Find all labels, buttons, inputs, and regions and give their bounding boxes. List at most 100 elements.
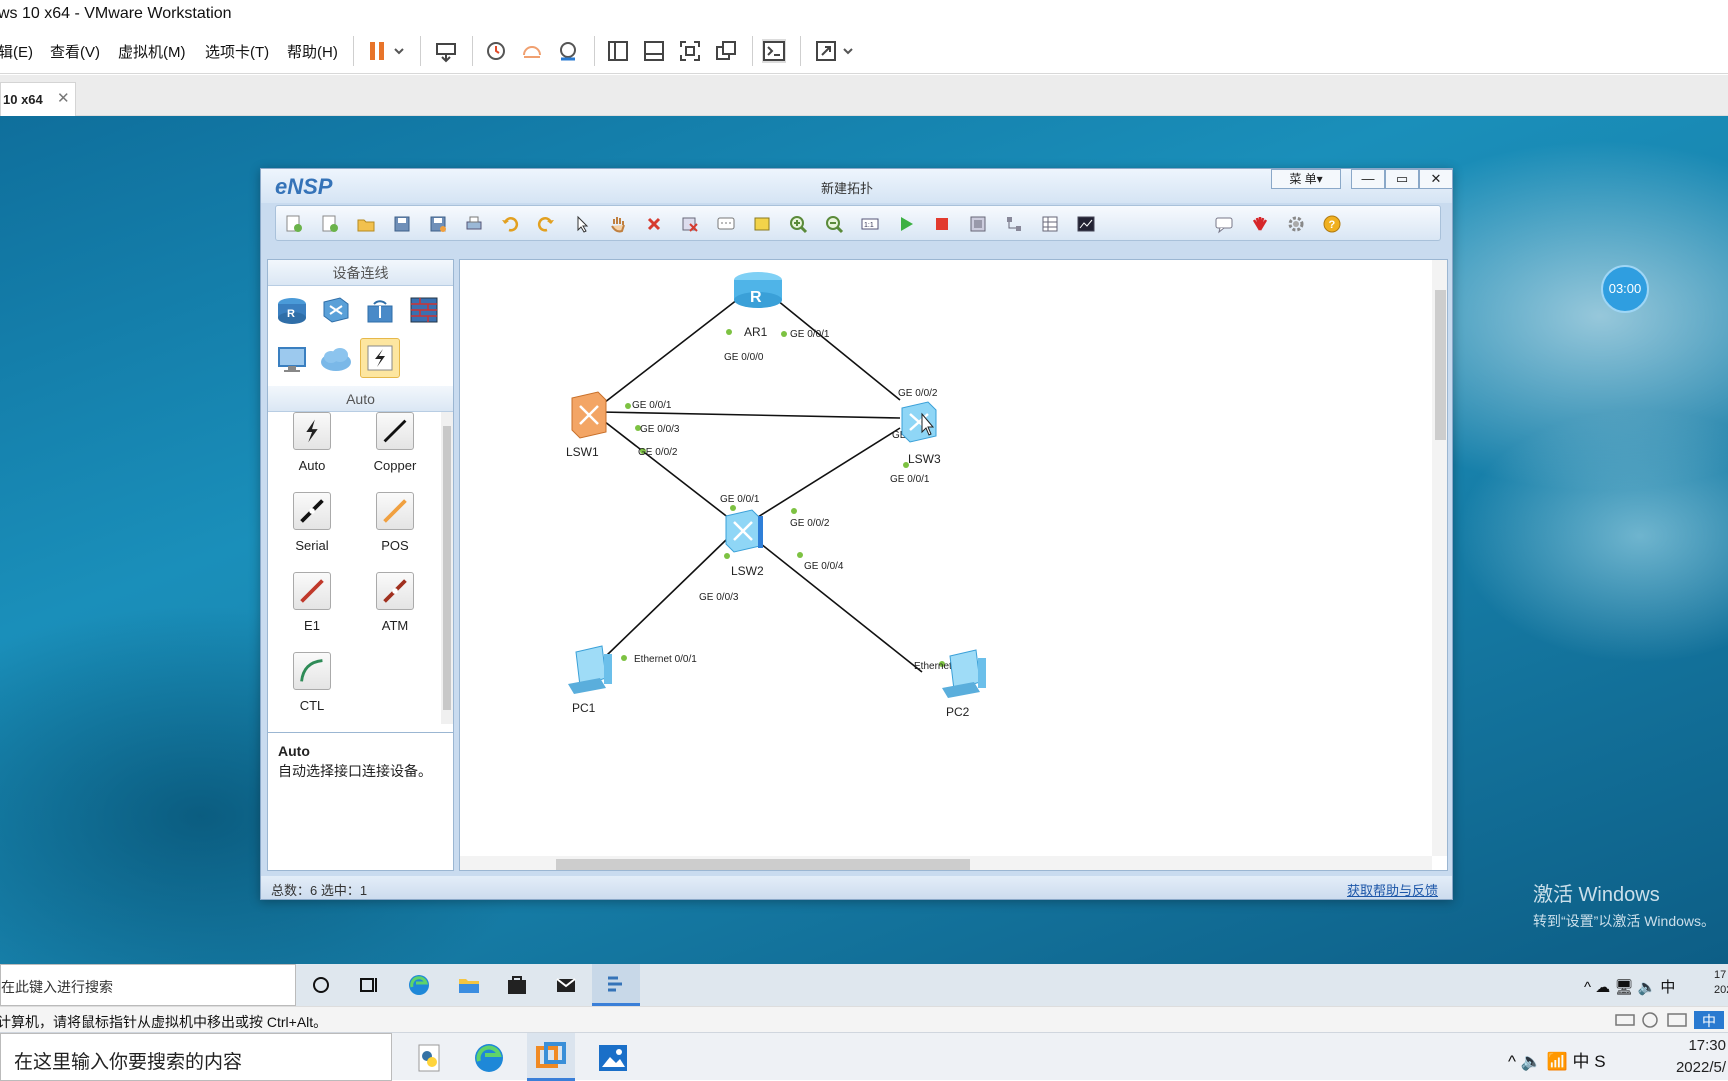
terminal-icon[interactable] [762, 39, 786, 63]
topology-canvas[interactable]: GE 0/0/0 GE 0/0/1 GE 0/0/1 GE 0/0/3 GE 0… [459, 259, 1448, 871]
photos-icon[interactable] [596, 1041, 630, 1075]
help-feedback-link[interactable]: 获取帮助与反馈 [1346, 883, 1438, 898]
canvas-horizontal-scrollbar[interactable] [460, 856, 1432, 870]
zoom-out-icon[interactable] [824, 214, 844, 234]
save-as-icon[interactable] [428, 214, 448, 234]
canvas-vertical-scrollbar[interactable] [1432, 260, 1447, 856]
pause-icon[interactable] [366, 39, 390, 63]
print-icon[interactable] [464, 214, 484, 234]
cable-option-ctl[interactable]: CTL [282, 652, 342, 713]
hand-drag-icon[interactable] [608, 214, 628, 234]
menu-vm[interactable]: 虚拟机(M) [118, 44, 186, 61]
cable-option-pos[interactable]: POS [365, 492, 425, 553]
console-view-icon[interactable] [642, 39, 666, 63]
device-ar1[interactable]: R [734, 272, 782, 308]
text-note-icon[interactable] [716, 214, 736, 234]
send-keys-icon[interactable] [434, 39, 458, 63]
store-icon[interactable] [505, 973, 529, 997]
start-device-icon[interactable] [896, 214, 916, 234]
wireless-category-icon[interactable] [362, 292, 398, 328]
save-icon[interactable] [392, 214, 412, 234]
huawei-logo-icon[interactable] [1250, 214, 1270, 234]
device-lsw1[interactable] [571, 391, 607, 439]
link-lsw1-lsw3[interactable] [599, 411, 901, 419]
palette-icon[interactable] [752, 214, 772, 234]
topology-icon[interactable] [1004, 214, 1024, 234]
vmware-device-icons[interactable]: 中 [1614, 1011, 1724, 1032]
cable-option-serial[interactable]: Serial [282, 492, 342, 553]
close-button[interactable]: ✕ [1419, 169, 1453, 189]
guest-search-box[interactable]: 在此键入进行搜索 [0, 964, 296, 1006]
stop-device-icon[interactable] [932, 214, 952, 234]
chevron-down-icon[interactable] [842, 39, 854, 63]
cloud-category-icon[interactable] [318, 342, 354, 378]
link-ar1-lsw1[interactable] [599, 295, 743, 407]
undo-icon[interactable] [500, 214, 520, 234]
unity-icon[interactable] [714, 39, 738, 63]
device-pc2[interactable] [942, 649, 986, 698]
python-file-icon[interactable] [412, 1041, 446, 1075]
reset-zoom-icon[interactable]: 1:1 [860, 214, 880, 234]
grid-icon[interactable] [1040, 214, 1060, 234]
cable-option-auto[interactable]: Auto [282, 412, 342, 473]
vmware-taskbar-button[interactable] [527, 1033, 575, 1081]
task-view-icon[interactable] [357, 973, 381, 997]
maximize-button[interactable]: ▭ [1385, 169, 1419, 189]
device-lsw2[interactable] [725, 509, 763, 553]
menu-edit[interactable]: 辑(E) [0, 44, 33, 61]
capture-icon[interactable] [968, 214, 988, 234]
vm-tab[interactable]: 10 x64 ✕ [0, 82, 76, 116]
edge-browser-icon[interactable] [472, 1041, 506, 1075]
cable-option-atm[interactable]: ATM [365, 572, 425, 633]
firewall-category-icon[interactable] [406, 292, 442, 328]
help-icon[interactable]: ? [1322, 214, 1342, 234]
sidebar-view-icon[interactable] [606, 39, 630, 63]
menu-help[interactable]: 帮助(H) [287, 44, 338, 61]
cable-category-selected[interactable] [360, 338, 400, 378]
host-system-tray[interactable]: ^ 🔈 📶 中 S [1508, 1052, 1606, 1071]
revert-snapshot-icon[interactable] [520, 39, 544, 63]
new-topology-icon[interactable] [284, 214, 304, 234]
pc-category-icon[interactable] [274, 342, 310, 378]
select-pointer-icon[interactable] [572, 214, 592, 234]
zoom-in-icon[interactable] [788, 214, 808, 234]
settings-gear-icon[interactable] [1286, 214, 1306, 234]
file-explorer-icon[interactable] [457, 973, 481, 997]
menu-view[interactable]: 查看(V) [50, 44, 100, 61]
link-lsw2-pc2[interactable] [755, 539, 923, 673]
screenshot-icon[interactable] [1076, 214, 1096, 234]
minimize-button[interactable]: — [1351, 169, 1385, 189]
cable-option-e1[interactable]: E1 [282, 572, 342, 633]
delete-icon[interactable] [644, 214, 664, 234]
mail-icon[interactable] [554, 973, 578, 997]
edge-icon[interactable] [407, 973, 431, 997]
link-lsw2-pc1[interactable] [605, 539, 727, 657]
link-lsw1-lsw2[interactable] [599, 417, 735, 523]
snapshot-icon[interactable] [484, 39, 508, 63]
device-lsw3[interactable] [901, 401, 937, 443]
new-example-icon[interactable] [320, 214, 340, 234]
link-lsw3-lsw2[interactable] [749, 427, 901, 523]
ensp-title-bar[interactable]: eNSP 新建拓扑 菜 单▾ — ▭ ✕ [261, 169, 1453, 203]
cable-option-copper[interactable]: Copper [365, 412, 425, 473]
delete-link-icon[interactable] [680, 214, 700, 234]
timer-badge[interactable]: 03:00 [1601, 265, 1649, 313]
guest-system-tray[interactable]: ^ ☁ 🖥 🔈 中 [1584, 979, 1676, 996]
cortana-icon[interactable] [309, 973, 333, 997]
link-ar1-lsw3[interactable] [771, 295, 901, 401]
stretch-icon[interactable] [814, 39, 838, 63]
cable-list-scrollbar[interactable] [441, 412, 453, 724]
chat-icon[interactable] [1214, 214, 1234, 234]
open-icon[interactable] [356, 214, 376, 234]
router-category-icon[interactable]: R [274, 292, 310, 328]
ensp-taskbar-button[interactable] [592, 964, 640, 1006]
ensp-menu-button[interactable]: 菜 单▾ [1271, 169, 1341, 189]
snapshot-manager-icon[interactable] [556, 39, 580, 63]
device-pc1[interactable] [568, 645, 612, 694]
redo-icon[interactable] [536, 214, 556, 234]
switch-category-icon[interactable] [318, 292, 354, 328]
fullscreen-icon[interactable] [678, 39, 702, 63]
menu-tabs[interactable]: 选项卡(T) [205, 44, 270, 61]
host-search-box[interactable]: 在这里输入你要搜索的内容 [0, 1033, 392, 1081]
close-icon[interactable]: ✕ [57, 90, 70, 107]
